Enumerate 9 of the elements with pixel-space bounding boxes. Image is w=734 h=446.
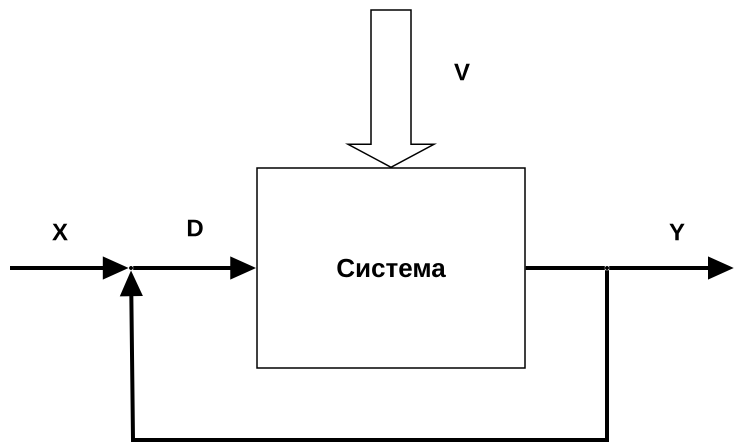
edge-label: X xyxy=(52,224,68,240)
junction-point xyxy=(129,266,133,270)
junction-point xyxy=(605,266,609,270)
edge-label: Y xyxy=(669,224,685,240)
arrow xyxy=(120,270,609,442)
system-box: Система xyxy=(256,167,526,369)
block-arrow xyxy=(345,9,437,168)
edge-label: D xyxy=(188,220,203,236)
edge-label: V xyxy=(454,64,470,80)
